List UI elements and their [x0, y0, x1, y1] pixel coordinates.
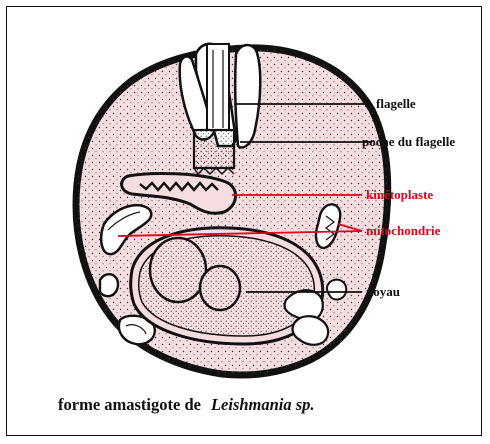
label-nucleus: noyau	[366, 284, 400, 299]
label-kinetoplast: kinétoplaste	[366, 187, 433, 202]
caption-species: Leishmania sp.	[211, 395, 315, 414]
label-flagellar-pocket: poche du flagelle	[362, 134, 455, 149]
label-mitochondrion: mitochondrie	[366, 223, 441, 238]
figure-caption: forme amastigote de Leishmania sp.	[58, 395, 315, 415]
label-flagellum: flagelle	[376, 96, 416, 111]
caption-text: forme amastigote de	[58, 395, 201, 414]
